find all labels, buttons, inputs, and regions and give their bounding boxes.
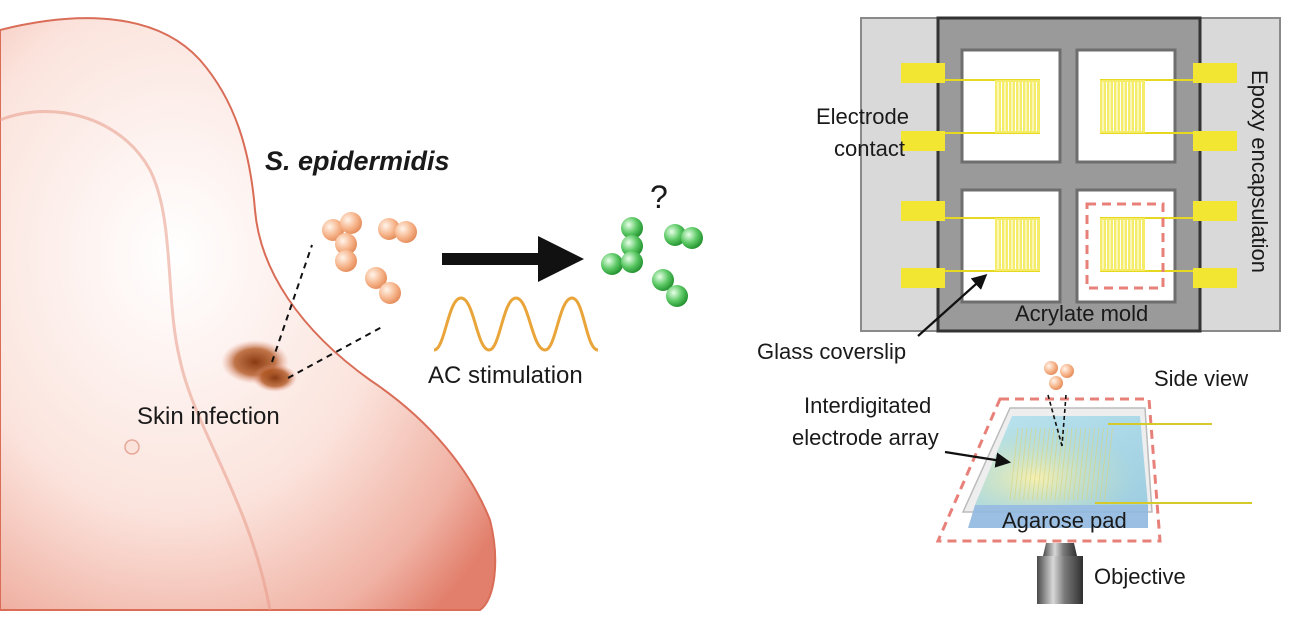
bacteria-before [322, 212, 417, 304]
electrode-contact [1193, 268, 1237, 288]
interdigitated-arrays [995, 80, 1145, 271]
electrode-contact [901, 131, 945, 151]
side-view-outline [935, 397, 1162, 543]
electrode-contact [1193, 201, 1237, 221]
objective-icon [1037, 543, 1083, 604]
side-electrode-finger [1014, 427, 1023, 501]
device-top-view [860, 16, 1281, 337]
side-electrode-finger [1009, 427, 1019, 501]
side-electrode-finger [1068, 427, 1077, 501]
side-electrode-finger [1018, 427, 1028, 501]
side-view-title: Side view [1154, 366, 1248, 391]
array-label-1: Interdigitated [804, 393, 931, 418]
stimulation-arrow [442, 236, 584, 282]
coverslip-pointer [917, 273, 988, 337]
side-electrode-finger [1050, 427, 1059, 501]
side-electrode-finger [1045, 427, 1055, 501]
side-electrode-finger [1081, 427, 1091, 501]
side-electrode-finger [1104, 427, 1113, 501]
electrode-contact [901, 268, 945, 288]
infection-label: Skin infection [137, 403, 280, 430]
bacteria-after [601, 217, 703, 307]
side-electrode-finger [1059, 427, 1068, 501]
side-electrode-finger [1036, 427, 1046, 501]
side-electrode-finger [1054, 427, 1064, 501]
acrylate-label: Acrylate mold [1015, 301, 1148, 326]
side-view [935, 361, 1252, 604]
zoom-line [271, 244, 313, 363]
question-mark: ? [650, 179, 668, 215]
side-electrode-finger [1099, 427, 1109, 501]
glass-label: Glass coverslip [757, 339, 906, 364]
side-electrode-finger [1041, 427, 1050, 501]
side-electrode-finger [1072, 427, 1082, 501]
highlight-box [1085, 202, 1165, 290]
electrode-contact [1193, 131, 1237, 151]
organism-label: S. epidermidis [265, 146, 450, 176]
side-electrode-finger [1095, 427, 1104, 501]
array-pointer [944, 450, 1012, 468]
objective-label: Objective [1094, 564, 1186, 589]
side-electrode-finger [1027, 427, 1037, 501]
pad-label: Agarose pad [1002, 508, 1127, 533]
array-label-2: electrode array [792, 425, 939, 450]
side-electrode-finger [1086, 427, 1095, 501]
electrode-contact [1193, 63, 1237, 83]
zoom-line [287, 326, 383, 379]
electrode-contact-label-2: contact [834, 136, 905, 161]
side-electrode-finger [1032, 427, 1041, 501]
electrode-contact [901, 201, 945, 221]
side-electrode-finger [1090, 427, 1100, 501]
side-electrode-finger [1077, 427, 1086, 501]
electrode-contact-label-1: Electrode [816, 104, 909, 129]
arm-illustration [0, 17, 497, 611]
side-electrode-finger [1023, 427, 1032, 501]
electrode-contact [901, 63, 945, 83]
ac-wave-icon [433, 296, 599, 352]
epoxy-label: Epoxy encapsulation [1247, 70, 1272, 273]
stimulation-label: AC stimulation [428, 362, 583, 389]
side-electrode-finger [1063, 427, 1073, 501]
